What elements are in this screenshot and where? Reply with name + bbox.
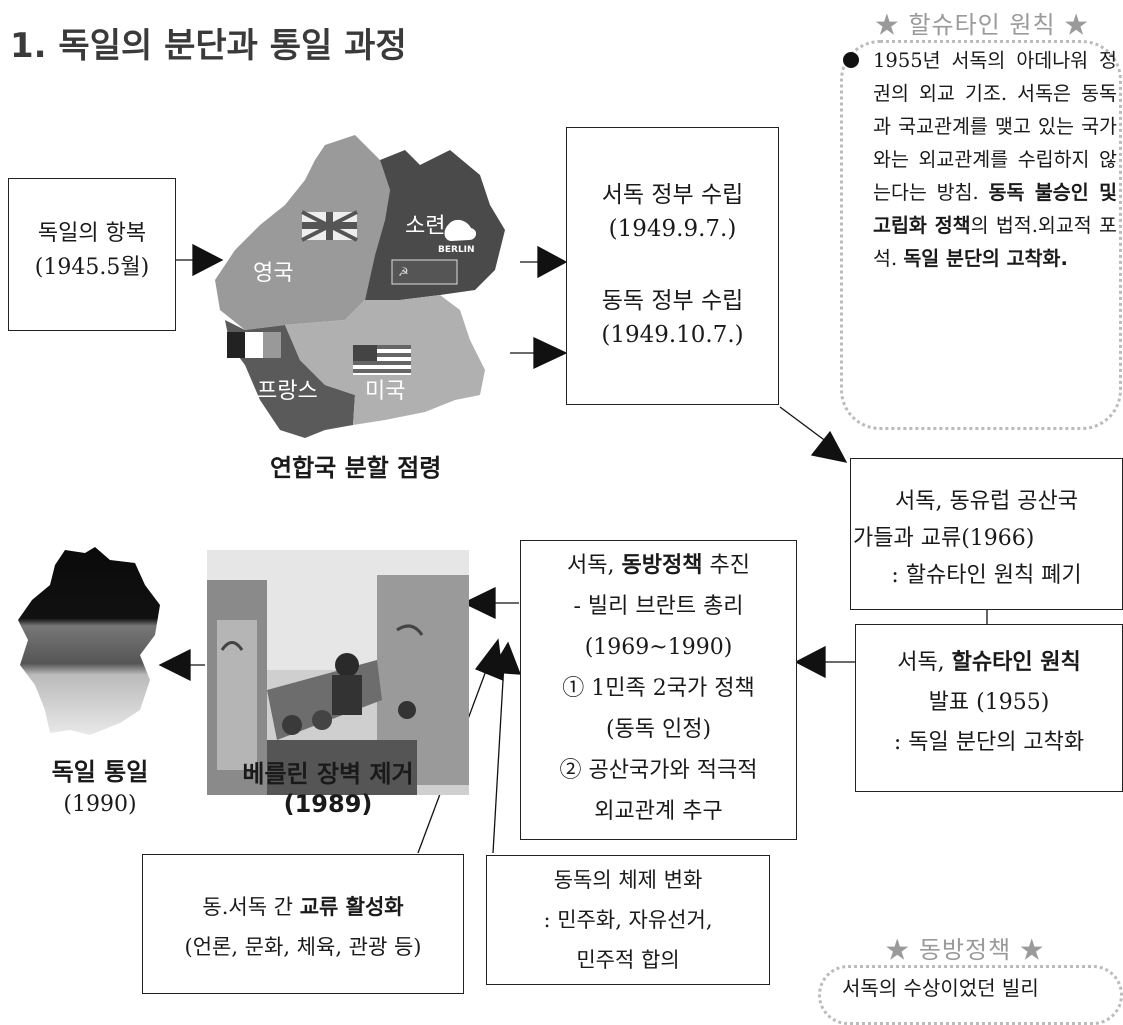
ostpolitik-line5: (동독 인정) bbox=[605, 717, 712, 742]
page-title: 1. 독일의 분단과 통일 과정 bbox=[10, 26, 407, 66]
unified-germany-map bbox=[18, 547, 160, 735]
surrender-box: 독일의 항복 (1945.5월) bbox=[8, 178, 176, 331]
west-govt-label: 서독 정부 수립 bbox=[601, 182, 744, 208]
ostpolitik-box: 서독, 동방정책 추진 - 빌리 브란트 총리 (1969~1990) ① 1민… bbox=[520, 540, 797, 840]
exchange-box: 동.서독 간 교류 활성화 (언론, 문화, 체육, 관광 등) bbox=[142, 854, 464, 994]
ostpolitik-line2: - 빌리 브란트 총리 bbox=[573, 594, 744, 619]
bullet-icon bbox=[843, 52, 859, 68]
ostpolitik-line4: ① 1민족 2국가 정책 bbox=[562, 676, 755, 701]
fr-flag bbox=[227, 332, 281, 358]
ussr-flag: ☭ bbox=[391, 259, 458, 285]
berlin-marker bbox=[444, 219, 477, 241]
flow-arrows bbox=[158, 243, 1004, 854]
surrender-label: 독일의 항복 bbox=[37, 221, 147, 246]
hallstein-box-line3: : 독일 분단의 고착화 bbox=[893, 730, 1085, 755]
us-flag bbox=[353, 345, 411, 375]
east-change-line2: : 민주화, 자유선거, bbox=[543, 908, 713, 932]
exchange-1966-line1: 서독, 동유럽 공산국 bbox=[895, 489, 1078, 514]
zone-fr-label: 프랑스 bbox=[257, 379, 318, 404]
zone-ussr-label: 소련 bbox=[405, 214, 445, 239]
exchange-1966-line2: 가들과 교류(1966) bbox=[853, 526, 1035, 551]
ostpolitik-side-heading: ★ 동방정책 ★ bbox=[885, 936, 1045, 964]
east-govt-label: 동독 정부 수립 bbox=[601, 288, 744, 314]
berlin-label: BERLIN bbox=[438, 245, 475, 255]
ostpolitik-side-text: 서독의 수상이었던 빌리 bbox=[842, 976, 1039, 1000]
east-change-line3: 민주적 합의 bbox=[576, 948, 680, 972]
ostpolitik-line6: ② 공산국가와 적극적 bbox=[559, 758, 758, 783]
exchange-line1: 동.서독 간 교류 활성화 bbox=[202, 895, 404, 919]
berlin-wall-photo bbox=[207, 550, 469, 795]
exchange-1966-box: 서독, 동유럽 공산국 가들과 교류(1966) : 할슈타인 원칙 폐기 bbox=[850, 458, 1123, 610]
west-govt-date: (1949.9.7.) bbox=[608, 216, 737, 242]
wall-year: (1989) bbox=[283, 790, 373, 818]
zone-uk-label: 영국 bbox=[253, 261, 293, 286]
east-govt-date: (1949.10.7.) bbox=[601, 322, 744, 348]
surrender-date: (1945.5월) bbox=[34, 255, 150, 280]
east-change-box: 동독의 체제 변화 : 민주화, 자유선거, 민주적 합의 bbox=[486, 855, 770, 985]
wall-caption: 베를린 장벽 제거 bbox=[242, 760, 414, 788]
zone-us-label: 미국 bbox=[365, 379, 405, 404]
hallstein-box: 서독, 할슈타인 원칙 발표 (1955) : 독일 분단의 고착화 bbox=[855, 624, 1123, 792]
svg-text:☭: ☭ bbox=[398, 265, 409, 279]
unification-year: (1990) bbox=[63, 792, 137, 817]
ostpolitik-line1: 서독, 동방정책 추진 bbox=[567, 553, 750, 578]
hallstein-side-note bbox=[840, 40, 1122, 430]
occupation-map: BERLIN ☭ 영국 소련 프랑스 미국 bbox=[215, 135, 505, 438]
hallstein-box-line2: 발표 (1955) bbox=[928, 690, 1050, 715]
exchange-line2: (언론, 문화, 체육, 관광 등) bbox=[184, 935, 422, 959]
hallstein-side-heading: ★ 할슈타인 원칙 ★ bbox=[874, 11, 1090, 39]
uk-flag bbox=[301, 210, 358, 242]
hallstein-side-text: 1955년 서독의 아데나워 정권의 외교 기조. 서독은 동독과 국교관계를 … bbox=[873, 49, 1118, 270]
ostpolitik-line3: (1969~1990) bbox=[584, 635, 733, 660]
hallstein-box-line1: 서독, 할슈타인 원칙 bbox=[897, 650, 1081, 675]
east-change-line1: 동독의 체제 변화 bbox=[553, 868, 703, 892]
government-founding-box: 서독 정부 수립 (1949.9.7.) 동독 정부 수립 (1949.10.7… bbox=[566, 127, 779, 405]
unification-caption: 독일 통일 bbox=[51, 758, 149, 786]
ostpolitik-line7: 외교관계 추구 bbox=[594, 799, 723, 824]
exchange-1966-line3: : 할슈타인 원칙 폐기 bbox=[891, 563, 1082, 588]
map-caption: 연합국 분할 점령 bbox=[270, 454, 442, 482]
